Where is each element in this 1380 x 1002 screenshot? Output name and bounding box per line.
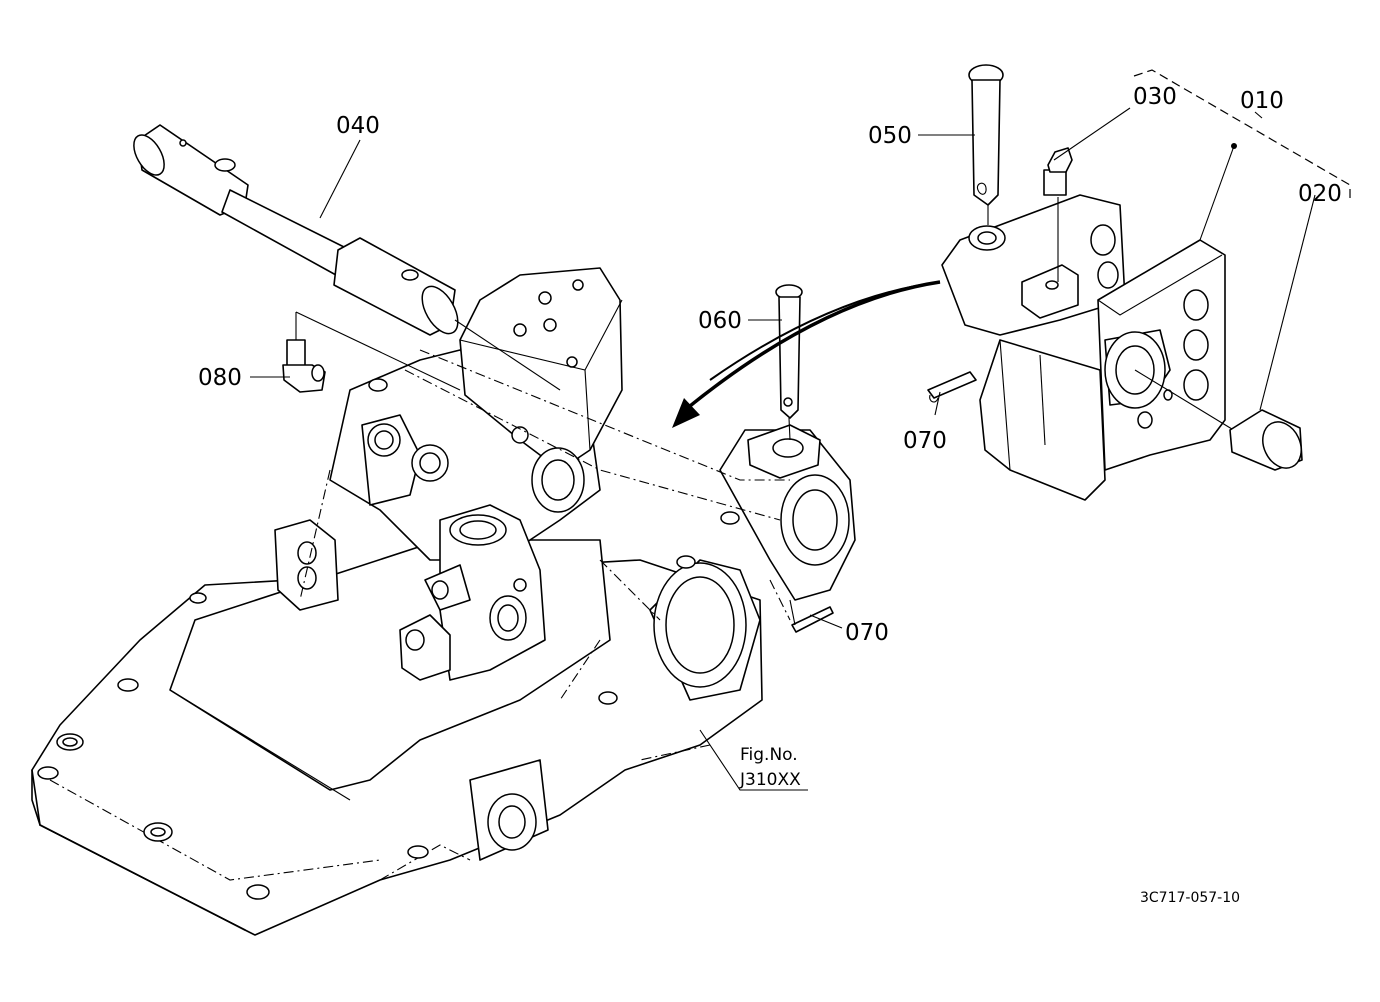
assembly-bracket-dashed — [1133, 69, 1351, 203]
part-050-pin — [968, 64, 1004, 206]
part-060-pin — [775, 284, 803, 441]
part-030-grease-nipple — [1043, 147, 1073, 282]
callout-070-upper: 070 — [903, 428, 947, 454]
figure-ref-line2: J310XX — [739, 770, 801, 790]
part-020-bushing — [1229, 194, 1316, 471]
main-housing — [31, 267, 856, 936]
callout-020: 020 — [1298, 181, 1342, 207]
part-040-lift-shaft — [133, 124, 561, 391]
part-080-elbow-fitting — [282, 311, 461, 393]
part-010-lift-arm — [941, 143, 1251, 501]
drawing-code: 3C717-057-10 — [1140, 890, 1240, 906]
callout-010: 010 — [1240, 88, 1284, 114]
callout-040: 040 — [336, 113, 380, 139]
callout-060: 060 — [698, 308, 742, 334]
part-070-upper-cotter-pin — [927, 371, 977, 403]
assembly-direction-arrow — [672, 280, 941, 428]
leader-lines — [250, 107, 1263, 791]
callout-070-lower: 070 — [845, 620, 889, 646]
figure-ref-line1: Fig.No. — [740, 745, 798, 765]
callout-080: 080 — [198, 365, 242, 391]
callout-050: 050 — [868, 123, 912, 149]
part-070-lower-cotter-pin — [789, 599, 834, 633]
callout-030: 030 — [1133, 84, 1177, 110]
